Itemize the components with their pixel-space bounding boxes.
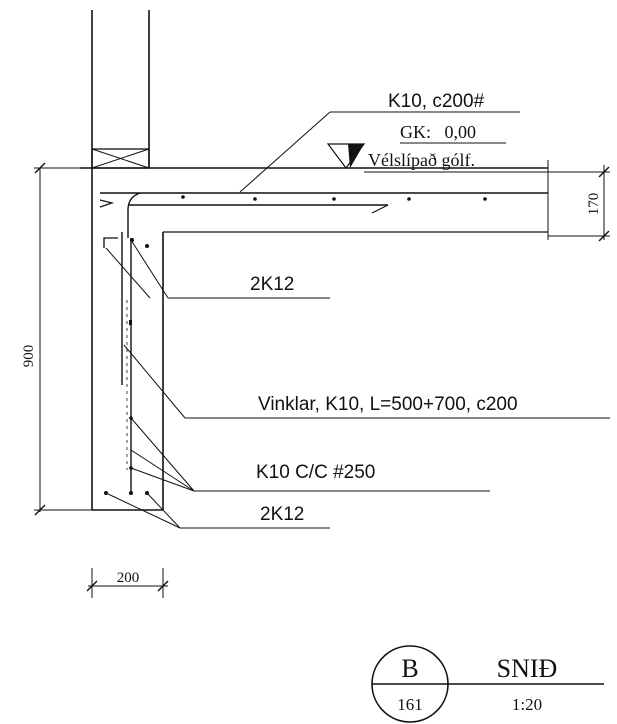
rebar-dot <box>253 197 257 201</box>
section-letter: B <box>401 654 418 683</box>
sheet-number: 161 <box>397 695 423 714</box>
rebar-dot <box>483 197 487 201</box>
beam-reinforcement <box>103 232 149 495</box>
label-stirrups: Vinklar, K10, L=500+700, c200 <box>258 394 518 415</box>
rebar-dot <box>332 197 336 201</box>
dimension-170: 170 <box>548 165 610 242</box>
label-floor-level: GK: 0,00 <box>400 122 476 142</box>
section-scale: 1:20 <box>512 695 542 714</box>
dimension-900-text: 900 <box>21 345 37 368</box>
rebar-dot <box>130 238 134 242</box>
upper-wall <box>91 10 150 169</box>
section-title: SNIÐ <box>497 654 558 683</box>
rebar-dot <box>181 195 185 199</box>
dimension-170-text: 170 <box>586 193 602 216</box>
rebar-dot <box>407 197 411 201</box>
label-bars-top: 2K12 <box>250 274 294 295</box>
level-marker <box>326 143 548 173</box>
leader-lines <box>105 111 610 529</box>
dimension-200-text: 200 <box>117 570 140 586</box>
dimension-200: 200 <box>86 568 169 598</box>
label-wall-mesh: K10 C/C #250 <box>256 462 375 483</box>
label-slab-rebar: K10, c200# <box>388 91 485 112</box>
label-bars-bottom: 2K12 <box>260 504 304 525</box>
concrete-outline <box>80 160 549 511</box>
rebar-dot <box>129 491 133 495</box>
label-floor-finish: Vélslípað gólf. <box>368 150 475 170</box>
rebar-dot <box>145 244 149 248</box>
dimension-900: 900 <box>21 162 92 516</box>
section-title-block: B 161 SNIÐ 1:20 <box>371 645 604 723</box>
slab-reinforcement <box>99 192 548 238</box>
